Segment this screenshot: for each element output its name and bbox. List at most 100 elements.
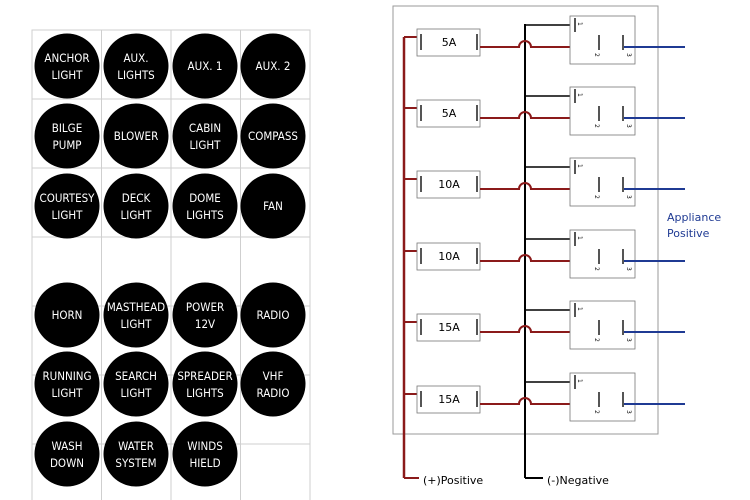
- switch-feed-wire: [480, 182, 604, 190]
- label-text: PUMP: [53, 138, 82, 152]
- fuse-rating: 15A: [438, 393, 460, 406]
- label-text: POWER: [186, 300, 224, 314]
- label-text: LIGHTS: [117, 68, 155, 82]
- label-text: BLOWER: [114, 129, 159, 143]
- fuse-holder: [416, 170, 481, 199]
- label-text: VHF: [263, 369, 284, 383]
- label-text: LIGHT: [121, 386, 153, 400]
- label-circle: [103, 351, 169, 417]
- switch-terminal: [598, 392, 600, 407]
- label-text: LIGHTS: [186, 208, 224, 222]
- switch-terminal: [622, 392, 624, 407]
- switch-feed-wire: [480, 40, 604, 48]
- switch-terminal: [598, 320, 600, 335]
- fuse-holder: [416, 28, 481, 57]
- switch-label: POWER 12V: [172, 282, 238, 348]
- label-text: WATER: [118, 439, 154, 453]
- switch-terminal: [622, 177, 624, 192]
- fuse-rating: 5A: [442, 36, 457, 49]
- label-text: LIGHT: [52, 68, 84, 82]
- rocker-switch: [569, 15, 636, 65]
- switch-terminal: [574, 375, 576, 389]
- label-circle: [34, 421, 100, 487]
- switch-label: DOME LIGHTS: [172, 173, 238, 239]
- switch-terminal: [622, 106, 624, 121]
- pin-label: 2: [593, 338, 600, 342]
- label-text: DOWN: [50, 456, 84, 470]
- label-circle: [172, 33, 238, 99]
- label-text: 12V: [195, 317, 215, 331]
- fuse-terminal: [420, 105, 422, 121]
- switch-terminal: [598, 177, 600, 192]
- fuse-rating: 5A: [442, 107, 457, 120]
- label-circle: [240, 33, 306, 99]
- pin-label: 1: [576, 164, 583, 168]
- label-text: RADIO: [257, 308, 290, 322]
- label-text: DOME: [189, 191, 221, 205]
- switch-label: AUX. 1: [172, 33, 238, 99]
- label-circle: [172, 282, 238, 348]
- fuse-holder: [416, 385, 481, 414]
- pin-label: 3: [625, 53, 632, 57]
- fuse-terminal: [476, 105, 478, 121]
- fuse-holder: [416, 313, 481, 342]
- label-text: SPREADER: [177, 369, 232, 383]
- rocker-switch: [569, 229, 636, 279]
- fuse-terminal: [476, 176, 478, 192]
- label-text: AUX. 1: [188, 59, 223, 73]
- label-text: LIGHT: [52, 208, 84, 222]
- pin-label: 1: [576, 307, 583, 311]
- switch-label: AUX. 2: [240, 33, 306, 99]
- fuse-terminal: [420, 248, 422, 264]
- pin-label: 3: [625, 338, 632, 342]
- label-circle: [34, 103, 100, 169]
- fuse-holder: [416, 99, 481, 128]
- label-text: AUX. 2: [256, 59, 291, 73]
- label-text: MASTHEAD: [107, 300, 165, 314]
- switch-label: AUX.LIGHTS: [103, 33, 169, 99]
- switch-terminal: [574, 160, 576, 174]
- appliance-label: Positive: [667, 227, 710, 240]
- label-text: LIGHT: [190, 138, 222, 152]
- pin-label: 1: [576, 236, 583, 240]
- switch-feed-wire: [480, 254, 604, 262]
- label-text: HORN: [52, 308, 83, 322]
- switch-terminal: [598, 249, 600, 264]
- switch-terminal: [574, 89, 576, 103]
- switch-terminal: [622, 249, 624, 264]
- label-text: RADIO: [257, 386, 290, 400]
- label-circle: [103, 33, 169, 99]
- fuse-terminal: [476, 391, 478, 407]
- switch-terminal: [598, 106, 600, 121]
- switch-label: FAN: [240, 173, 306, 239]
- switch-terminal: [574, 303, 576, 317]
- fuse-terminal: [420, 176, 422, 192]
- label-text: FAN: [263, 199, 283, 213]
- appliance-label: Appliance: [667, 211, 721, 224]
- label-circle: [240, 173, 306, 239]
- fuse-terminal: [420, 319, 422, 335]
- negative-label: (-)Negative: [547, 474, 609, 487]
- rocker-switch: [569, 86, 636, 136]
- switch-terminal: [622, 35, 624, 50]
- label-circle: [103, 103, 169, 169]
- fuse-terminal: [476, 248, 478, 264]
- fuse-terminal: [476, 34, 478, 50]
- switch-label: VHF RADIO: [240, 351, 306, 417]
- pin-label: 1: [576, 22, 583, 26]
- label-text: LIGHT: [52, 386, 84, 400]
